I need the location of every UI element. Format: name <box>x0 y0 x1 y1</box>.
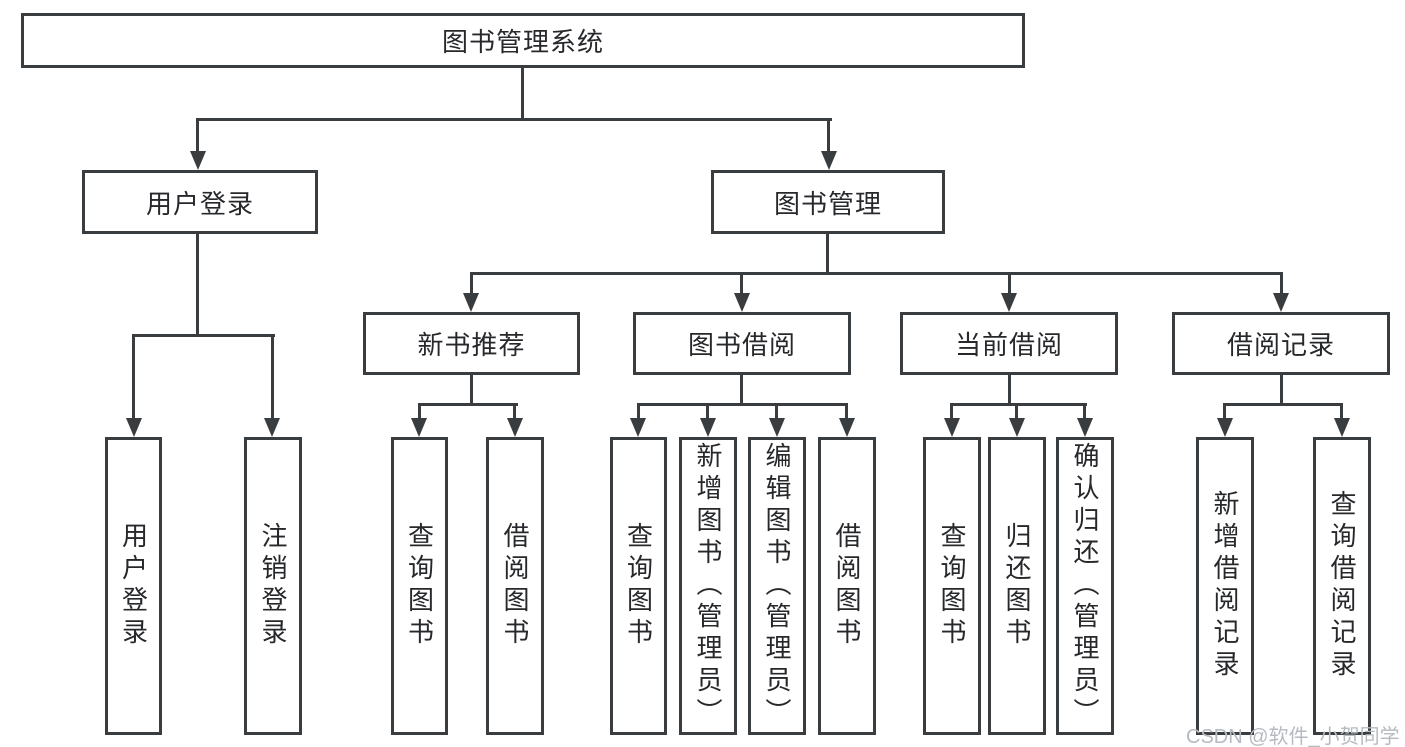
node-label: 用户登录 <box>118 522 149 650</box>
connector-line <box>950 403 953 420</box>
arrow-down-icon <box>734 293 750 312</box>
node-leaf-add-borrow-record: 新增借阅记录 <box>1196 437 1254 735</box>
node-leaf-logout: 注销登录 <box>244 437 302 735</box>
connector-line <box>418 403 421 420</box>
node-label: 查询借阅记录 <box>1327 490 1357 682</box>
connector-line <box>637 403 848 406</box>
node-borrowing-records: 借阅记录 <box>1172 312 1390 375</box>
arrow-down-icon <box>1009 418 1025 437</box>
connector-line <box>1223 403 1226 420</box>
connector-line <box>1340 403 1343 420</box>
connector-line <box>1015 403 1018 420</box>
connector-line <box>1223 403 1343 406</box>
node-leaf-user-login: 用户登录 <box>105 437 162 735</box>
connector-line <box>950 403 1087 406</box>
connector-line <box>1008 272 1011 295</box>
node-book-borrowing: 图书借阅 <box>633 312 851 375</box>
arrow-down-icon <box>630 418 646 437</box>
node-label: 编辑图书（管理员） <box>762 442 792 730</box>
connector-line <box>1008 375 1011 406</box>
connector-line <box>740 272 743 295</box>
connector-line <box>196 118 199 154</box>
node-label: 借阅图书 <box>500 522 530 650</box>
node-label: 归还图书 <box>1002 522 1032 650</box>
connector-line <box>196 234 199 337</box>
connector-line <box>1280 375 1283 406</box>
node-leaf-query-books-borrowing: 查询图书 <box>610 437 667 735</box>
arrow-down-icon <box>463 293 479 312</box>
node-label: 确认归还（管理员） <box>1070 442 1100 730</box>
connector-line <box>845 403 848 420</box>
node-label: 新增图书（管理员） <box>693 442 723 730</box>
connector-line <box>1280 272 1283 295</box>
node-leaf-confirm-return-admin: 确认归还（管理员） <box>1056 437 1114 735</box>
arrow-down-icon <box>821 151 837 170</box>
node-label: 新增借阅记录 <box>1210 490 1240 682</box>
arrow-down-icon <box>126 418 142 437</box>
arrow-down-icon <box>1334 418 1350 437</box>
connector-line <box>740 375 743 406</box>
node-leaf-return-books: 归还图书 <box>988 437 1046 735</box>
connector-line <box>775 403 778 420</box>
node-leaf-borrow-books-recommend: 借阅图书 <box>486 437 544 735</box>
node-label: 查询图书 <box>623 522 654 650</box>
node-user-login: 用户登录 <box>82 170 318 234</box>
connector-line <box>1083 403 1086 420</box>
connector-line <box>196 118 832 121</box>
node-current-borrowing: 当前借阅 <box>900 312 1118 375</box>
arrow-down-icon <box>411 418 427 437</box>
connector-line <box>132 334 275 337</box>
arrow-down-icon <box>700 418 716 437</box>
connector-line <box>470 272 473 295</box>
node-leaf-add-books-admin: 新增图书（管理员） <box>679 437 737 735</box>
connector-line <box>132 334 135 420</box>
arrow-down-icon <box>507 418 523 437</box>
watermark: CSDN @软件_小贺同学 <box>1186 726 1400 747</box>
arrow-down-icon <box>1077 418 1093 437</box>
node-leaf-query-books-current: 查询图书 <box>923 437 981 735</box>
node-library-management-system: 图书管理系统 <box>21 13 1025 68</box>
node-label: 注销登录 <box>258 522 288 650</box>
arrow-down-icon <box>769 418 785 437</box>
node-label: 查询图书 <box>404 522 435 650</box>
arrow-down-icon <box>944 418 960 437</box>
connector-line <box>470 375 473 406</box>
connector-line <box>513 403 516 420</box>
connector-line <box>418 403 518 406</box>
arrow-down-icon <box>190 151 206 170</box>
arrow-down-icon <box>1217 418 1233 437</box>
node-leaf-query-borrow-record: 查询借阅记录 <box>1313 437 1371 735</box>
node-new-book-recommendation: 新书推荐 <box>363 312 580 375</box>
connector-line <box>470 272 1283 275</box>
connector-line <box>637 403 640 420</box>
arrow-down-icon <box>264 418 280 437</box>
node-leaf-query-books-recommend: 查询图书 <box>391 437 448 735</box>
connector-line <box>271 334 274 420</box>
connector-line <box>826 234 829 275</box>
node-book-management: 图书管理 <box>711 170 945 234</box>
node-label: 查询图书 <box>937 522 967 650</box>
connector-line <box>706 403 709 420</box>
connector-line <box>827 118 830 154</box>
node-label: 借阅图书 <box>832 522 862 650</box>
arrow-down-icon <box>1001 293 1017 312</box>
arrow-down-icon <box>1273 293 1289 312</box>
connector-line <box>521 68 524 121</box>
node-leaf-edit-books-admin: 编辑图书（管理员） <box>748 437 806 735</box>
arrow-down-icon <box>839 418 855 437</box>
node-leaf-borrow-books: 借阅图书 <box>818 437 876 735</box>
